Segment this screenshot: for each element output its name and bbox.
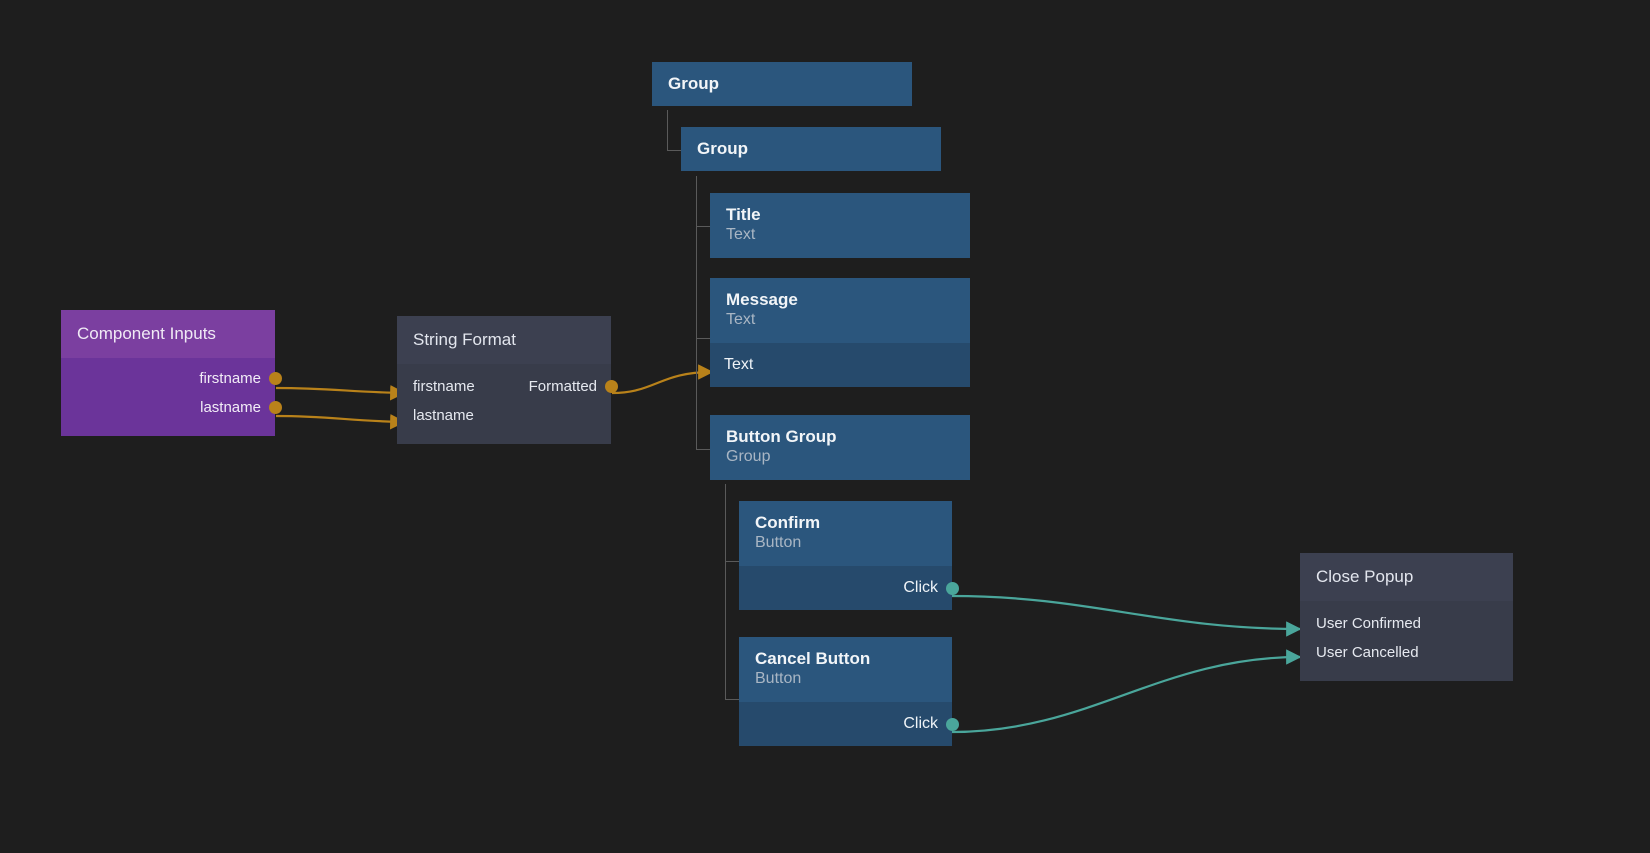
tree-line-root-horizontal: [667, 150, 683, 151]
input-port-lastname-label: lastname: [413, 407, 474, 424]
wire-confirm-click: [951, 594, 1302, 637]
node-confirm[interactable]: Confirm Button Click: [739, 501, 959, 611]
output-port-formatted-label: Formatted: [528, 378, 597, 395]
node-confirm-type: Button: [755, 534, 802, 552]
node-close-popup-title: Close Popup: [1300, 553, 1513, 601]
input-port-user-cancelled[interactable]: User Cancelled: [1300, 638, 1513, 667]
node-close-popup-body: User Confirmed User Cancelled: [1300, 601, 1513, 681]
node-button-group[interactable]: Button Group Group: [710, 415, 970, 481]
node-title-name: Title: [726, 205, 761, 224]
port-dot-formatted[interactable]: [604, 380, 618, 393]
node-group-child-header: Group: [681, 127, 941, 172]
port-dot-cancel-click[interactable]: [945, 717, 959, 731]
node-confirm-name: Confirm: [755, 513, 821, 532]
node-close-popup[interactable]: Close Popup User Confirmed User Cancelle…: [1300, 553, 1513, 681]
node-title-header: Title Text: [710, 193, 970, 259]
node-group-root-header: Group: [652, 62, 912, 107]
input-port-user-cancelled-label: User Cancelled: [1316, 644, 1419, 661]
output-port-cancel-click[interactable]: Click: [739, 702, 959, 746]
node-component-inputs-body: firstname lastname: [61, 358, 282, 436]
output-port-lastname-label: lastname: [200, 399, 261, 416]
node-message[interactable]: Message Text Text: [710, 278, 970, 388]
node-group-root-title: Group: [668, 74, 719, 93]
node-group-child-title: Group: [697, 139, 748, 158]
output-port-firstname[interactable]: firstname: [61, 364, 282, 393]
node-string-format-body: firstname Formatted lastname: [397, 364, 618, 444]
port-dot-confirm-click[interactable]: [945, 581, 959, 595]
node-string-format[interactable]: String Format firstname Formatted lastna…: [397, 316, 618, 444]
port-dot-lastname[interactable]: [268, 401, 282, 414]
node-title[interactable]: Title Text: [710, 193, 970, 259]
node-button-group-header: Button Group Group: [710, 415, 970, 481]
node-message-name: Message: [726, 290, 798, 309]
node-message-type: Text: [726, 311, 756, 329]
node-button-group-type: Group: [726, 448, 771, 466]
node-string-format-title: String Format: [397, 316, 611, 364]
node-button-group-name: Button Group: [726, 427, 837, 446]
node-group-root[interactable]: Group: [652, 62, 912, 107]
port-dot-firstname[interactable]: [268, 372, 282, 385]
output-port-cancel-click-label: Click: [903, 715, 938, 733]
tree-line-cancel-branch: [725, 699, 739, 700]
tree-line-root-vertical: [667, 110, 668, 150]
node-title-type: Text: [726, 226, 756, 244]
io-row-lastname[interactable]: lastname: [397, 401, 611, 430]
output-port-confirm-click-label: Click: [903, 579, 938, 597]
tree-line-message-branch: [696, 338, 710, 339]
tree-line-confirm-branch: [725, 561, 739, 562]
node-group-child[interactable]: Group: [681, 127, 941, 172]
tree-line-buttongroup-branch: [696, 449, 710, 450]
tree-line-title-branch: [696, 226, 710, 227]
node-confirm-body: Click: [739, 566, 959, 611]
tree-line-buttongroup-vertical: [725, 484, 726, 700]
input-port-text[interactable]: Text: [710, 343, 970, 387]
wire-formatted-to-text: [611, 364, 714, 395]
io-row-firstname[interactable]: firstname Formatted: [397, 372, 618, 401]
node-confirm-header: Confirm Button: [739, 501, 952, 567]
node-cancel-body: Click: [739, 702, 959, 747]
input-port-firstname-label: firstname: [413, 378, 475, 395]
node-cancel-header: Cancel Button Button: [739, 637, 952, 703]
node-cancel-name: Cancel Button: [755, 649, 871, 668]
output-port-lastname[interactable]: lastname: [61, 393, 282, 422]
tree-line-group-vertical: [696, 176, 697, 450]
input-port-user-confirmed[interactable]: User Confirmed: [1300, 609, 1513, 638]
wire-cancel-click: [951, 649, 1302, 734]
input-port-text-label: Text: [724, 356, 754, 374]
wire-firstname: [275, 385, 406, 401]
node-cancel-type: Button: [755, 670, 802, 688]
node-message-body: Text: [710, 343, 970, 388]
node-component-inputs[interactable]: Component Inputs firstname lastname: [61, 310, 282, 436]
input-port-user-confirmed-label: User Confirmed: [1316, 615, 1422, 632]
output-port-firstname-label: firstname: [199, 370, 261, 387]
node-component-inputs-title: Component Inputs: [61, 310, 275, 358]
output-port-confirm-click[interactable]: Click: [739, 566, 959, 610]
node-message-header: Message Text: [710, 278, 970, 344]
node-cancel-button[interactable]: Cancel Button Button Click: [739, 637, 959, 747]
wire-lastname: [275, 414, 406, 430]
